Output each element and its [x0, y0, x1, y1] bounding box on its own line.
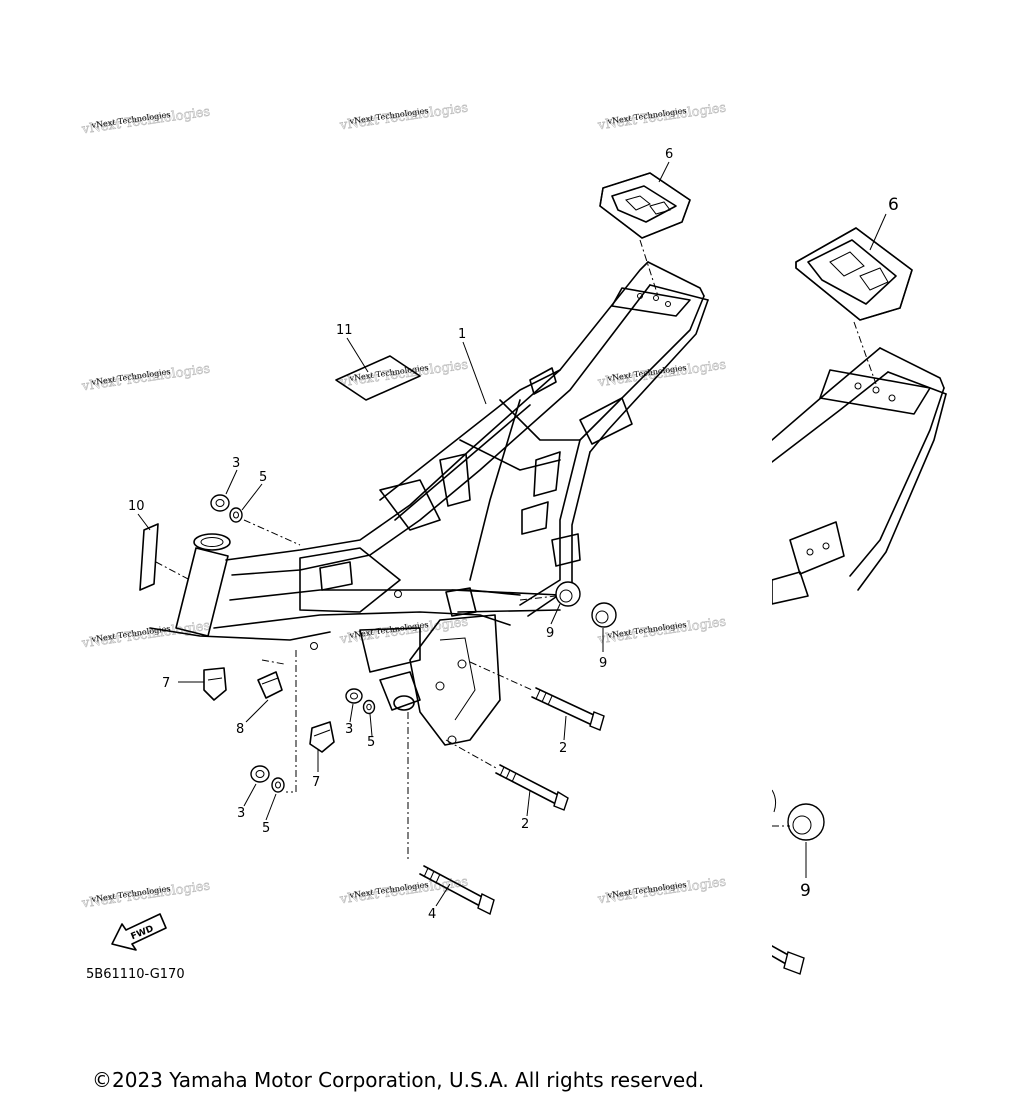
zoom-detail-panel: 6 9: [772, 195, 947, 975]
watermark: vNext Technologies vNext Technologies: [596, 357, 728, 391]
callout-9: 9: [599, 656, 607, 671]
drawing-code: 5B61110-G170: [86, 967, 185, 982]
copyright-notice: ©2023 Yamaha Motor Corporation, U.S.A. A…: [92, 1068, 705, 1092]
watermark: vNext Technologies vNext Technologies: [596, 100, 728, 134]
washer-assembly-line: [243, 519, 301, 546]
part-3-nut-middle[interactable]: [345, 688, 363, 704]
part-5-washer-middle[interactable]: [362, 699, 376, 715]
fwd-arrow-icon: FWD: [111, 913, 167, 951]
zoom-part-9-bushing[interactable]: [787, 803, 825, 841]
part-4-bolt[interactable]: [419, 865, 495, 916]
leader-lines: [137, 161, 670, 907]
part-8-clip[interactable]: [257, 671, 283, 699]
watermark: vNext Technologies vNext Technologies: [338, 357, 470, 391]
part-3-nut-upper[interactable]: [210, 494, 230, 512]
watermark: vNext Technologies vNext Technologies: [80, 878, 212, 912]
clip-assembly-line: [261, 659, 285, 665]
callout-5: 5: [262, 821, 270, 836]
callout-7: 7: [312, 775, 320, 790]
part-7-clamp-right[interactable]: [309, 721, 335, 753]
callout-6: 6: [665, 147, 673, 162]
callout-2: 2: [559, 741, 567, 756]
zoom-part-6-bracket[interactable]: [795, 227, 913, 321]
callout-11: 11: [336, 323, 353, 338]
callout-5: 5: [367, 735, 375, 750]
bushing-assembly-line: [519, 595, 557, 601]
callout-7: 7: [162, 676, 170, 691]
part-6-bracket[interactable]: [599, 172, 691, 239]
part-10-tape[interactable]: [139, 523, 159, 591]
part-7-clamp-left[interactable]: [203, 667, 227, 701]
part-3-nut-lower[interactable]: [250, 765, 270, 783]
part-5-washer-lower[interactable]: [271, 777, 285, 793]
callout-10: 10: [128, 499, 145, 514]
watermark: vNext Technologies vNext Technologies: [80, 361, 212, 395]
part-2-bolt-upper[interactable]: [531, 687, 605, 731]
callout-4: 4: [428, 907, 436, 922]
watermark: vNext Technologies vNext Technologies: [80, 104, 212, 138]
bolt-upper-assembly-line: [469, 661, 533, 691]
part-10-assembly-line: [155, 561, 191, 581]
callout-3: 3: [232, 456, 240, 471]
part-11-label[interactable]: [335, 355, 421, 401]
bolt-lower-assembly-line: [445, 739, 497, 769]
part-2-bolt-lower[interactable]: [495, 764, 569, 811]
callout-9: 9: [546, 626, 554, 641]
callout-3: 3: [345, 722, 353, 737]
watermark: vNext Technologies vNext Technologies: [338, 100, 470, 134]
callout-3: 3: [237, 806, 245, 821]
zoom-callout-6: 6: [888, 195, 899, 215]
part-9-bushing-lower[interactable]: [591, 602, 617, 628]
callout-8: 8: [236, 722, 244, 737]
callout-5: 5: [259, 470, 267, 485]
part-1-frame[interactable]: [149, 261, 709, 746]
watermark: vNext Technologies vNext Technologies: [596, 874, 728, 908]
zoom-callout-9: 9: [800, 881, 811, 901]
washer-assembly-line-lower: [286, 650, 297, 793]
part-9-bushing-upper[interactable]: [555, 581, 581, 607]
callouts: 6 1 11 3 5 10 7 8 7 3 5 3 5 9 9 2 2 4: [128, 147, 673, 922]
callout-1: 1: [458, 327, 466, 342]
zoom-bolt[interactable]: [772, 945, 805, 975]
part-5-washer-upper[interactable]: [229, 507, 243, 523]
callout-2: 2: [521, 817, 529, 832]
